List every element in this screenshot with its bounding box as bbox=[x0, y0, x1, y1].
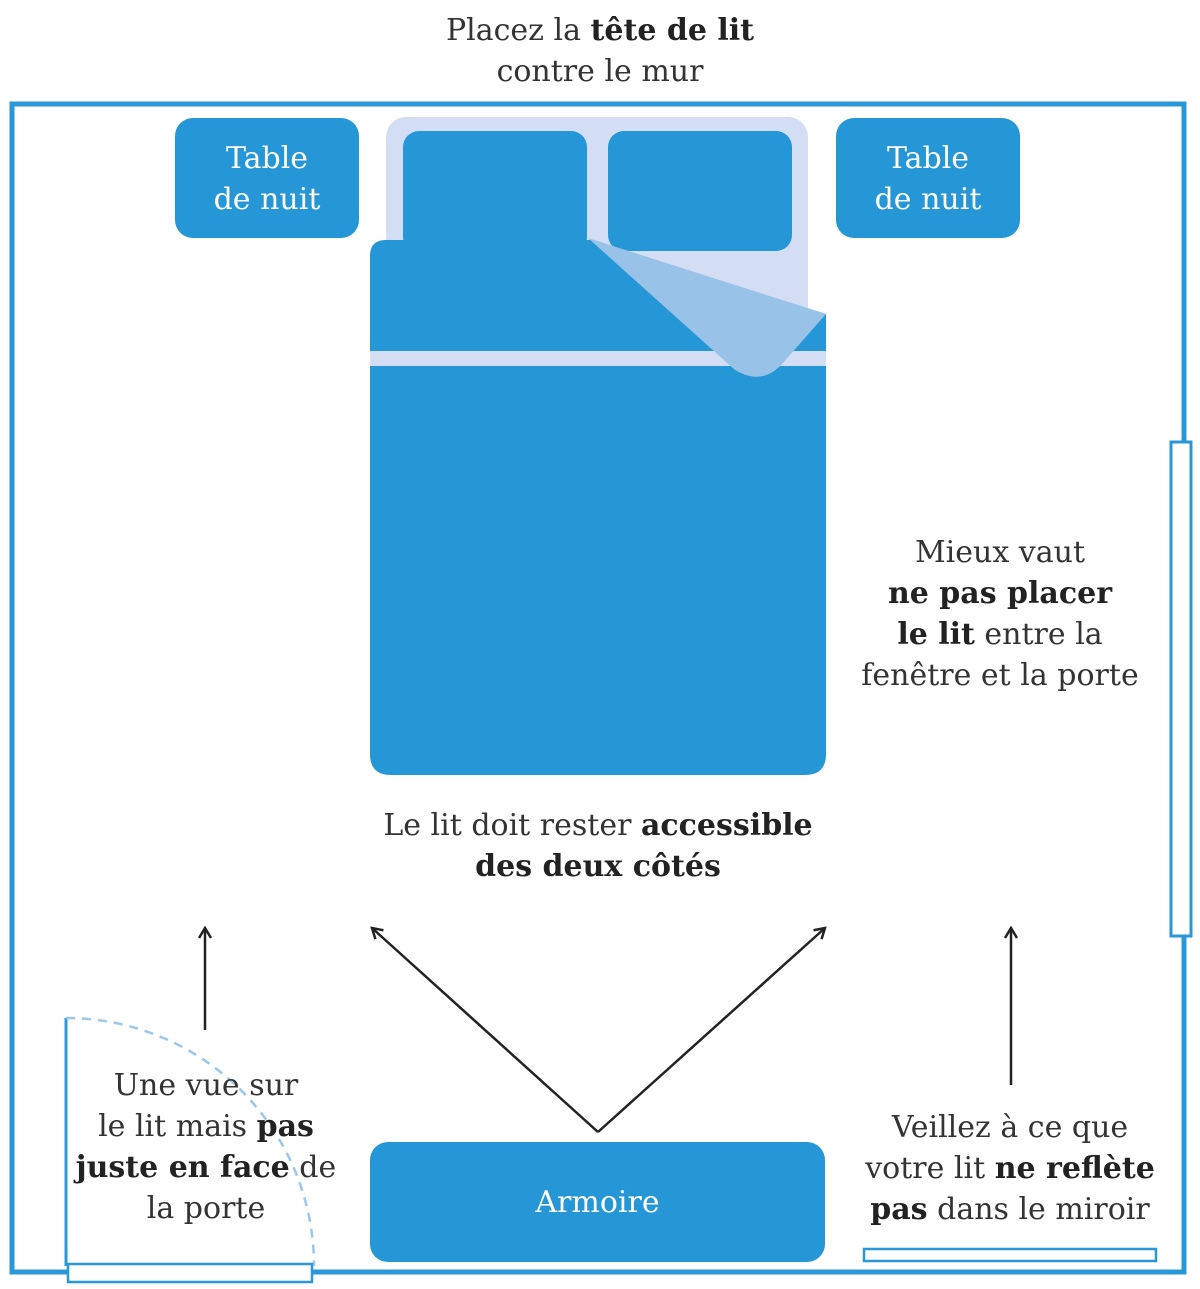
pillow-right bbox=[608, 131, 792, 251]
mirror bbox=[862, 1247, 1158, 1263]
door-swing-arc bbox=[65, 1016, 316, 1267]
arrow-access-right bbox=[597, 928, 825, 1133]
headboard-note-line1: Placez la tête de lit bbox=[445, 13, 755, 48]
pillow-left bbox=[403, 131, 587, 253]
access-note: Le lit doit rester accessible des deux c… bbox=[383, 808, 813, 884]
door-threshold bbox=[66, 1262, 314, 1284]
headboard-note: Placez la tête de lit contre le mur bbox=[350, 10, 850, 92]
nightstand-left-label: Table de nuit bbox=[213, 141, 321, 217]
nightstand-right bbox=[836, 118, 1020, 238]
headboard-note-line2: contre le mur bbox=[496, 54, 704, 89]
window bbox=[1169, 440, 1193, 938]
bed-duvet bbox=[370, 240, 826, 775]
door-note: Une vue sur le lit mais pas juste en fac… bbox=[75, 1068, 337, 1226]
wardrobe-label: Armoire bbox=[535, 1185, 660, 1220]
arrow-access-left bbox=[372, 928, 599, 1133]
bed-sheet-stripe bbox=[370, 351, 826, 366]
wardrobe bbox=[370, 1142, 825, 1262]
nightstand-right-label: Table de nuit bbox=[874, 141, 982, 217]
nightstand-left bbox=[175, 118, 359, 238]
window-note: Mieux vaut ne pas placer le lit entre la… bbox=[861, 535, 1139, 693]
mirror-note: Veillez à ce que votre lit ne reflète pa… bbox=[865, 1110, 1155, 1227]
folded-duvet-corner bbox=[588, 238, 826, 377]
